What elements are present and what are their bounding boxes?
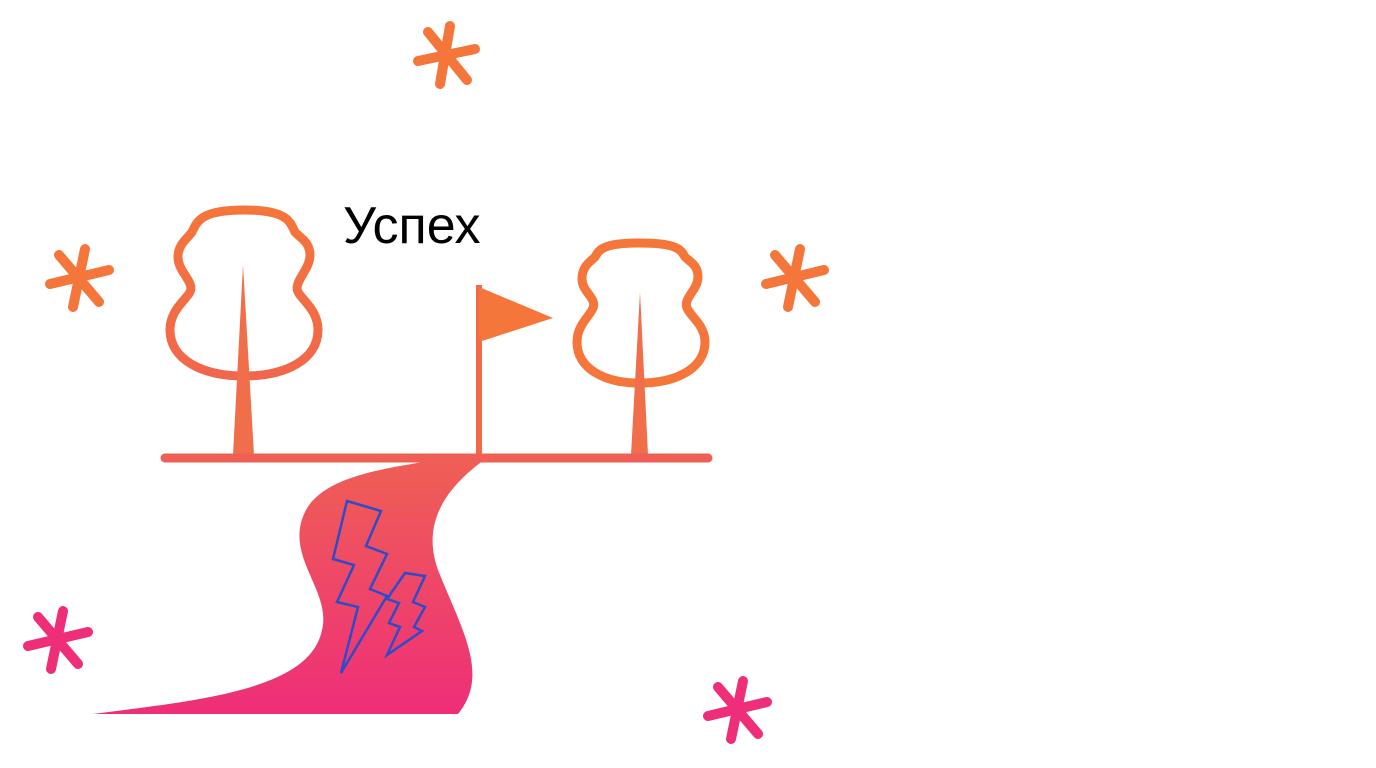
asterisk-icon <box>413 21 480 89</box>
flag-icon <box>476 285 553 457</box>
lightning-icon <box>331 499 389 674</box>
asterisk-icon <box>23 606 93 674</box>
success-label: Успех <box>343 197 481 255</box>
asterisk-icon <box>703 676 772 744</box>
tree-icon <box>572 238 710 455</box>
tree-icon <box>165 205 323 455</box>
road-icon <box>93 460 484 714</box>
lightning-icon <box>383 571 427 659</box>
asterisk-icon <box>45 244 114 312</box>
asterisk-icon <box>761 244 829 312</box>
